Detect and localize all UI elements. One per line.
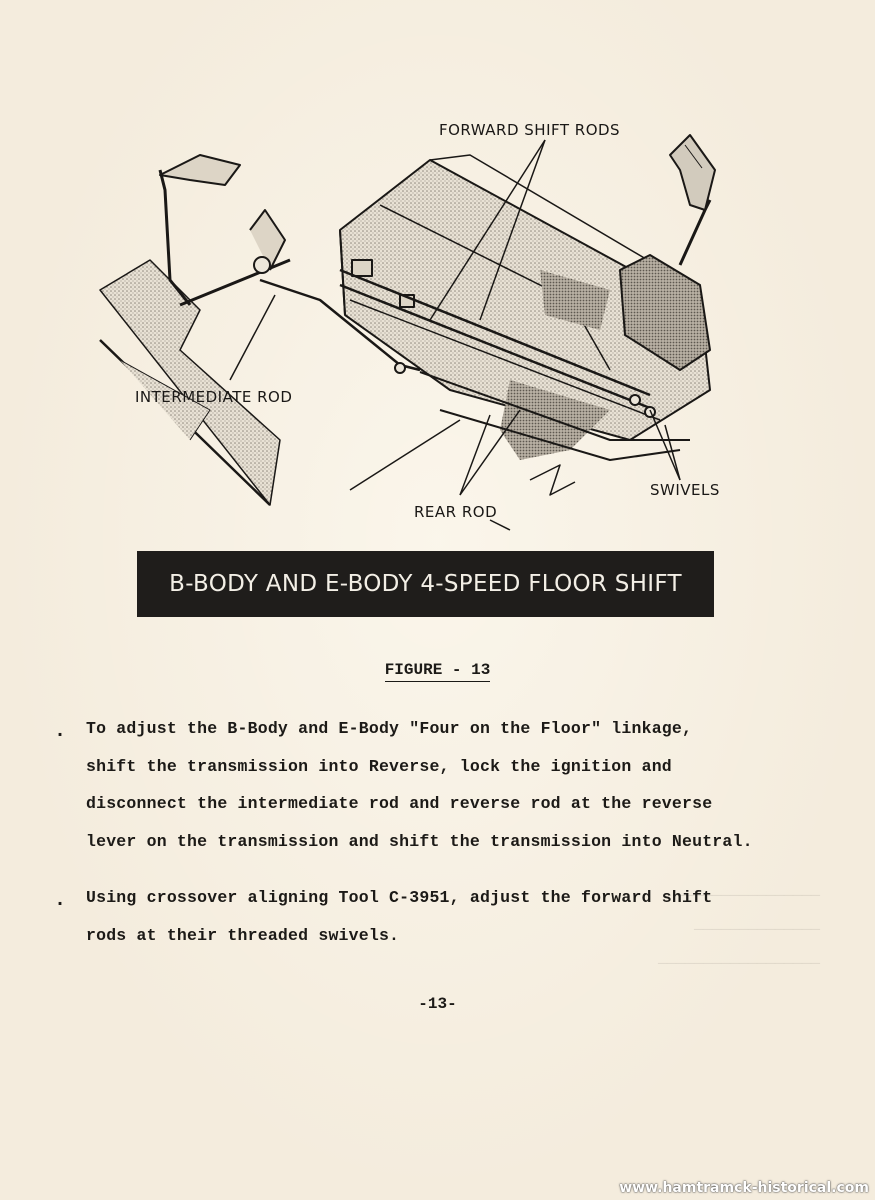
instruction-1-line-1: To adjust the B-Body and E-Body "Four on… — [86, 719, 693, 738]
instruction-paragraph-1: To adjust the B-Body and E-Body "Four on… — [86, 710, 846, 860]
instruction-paragraph-2: Using crossover aligning Tool C-3951, ad… — [86, 879, 846, 954]
instruction-1-line-2: shift the transmission into Reverse, loc… — [86, 756, 672, 776]
bullet-1: . — [54, 720, 67, 743]
banner-title: B-BODY AND E-BODY 4-SPEED FLOOR SHIFT — [169, 571, 682, 597]
callout-forward-shift-rods: FORWARD SHIFT RODS — [439, 121, 621, 139]
figure-label-text: FIGURE - 13 — [384, 661, 491, 682]
shift-linkage-illustration — [99, 134, 716, 531]
instruction-1-line-4: lever on the transmission and shift the … — [86, 831, 753, 851]
site-watermark: www.hamtramck-historical.com — [619, 1180, 869, 1196]
instruction-2-line-1: Using crossover aligning Tool C-3951, ad… — [86, 888, 713, 907]
callout-rear-rod: REAR ROD — [414, 503, 498, 521]
instruction-2-line-2: rods at their threaded swivels. — [86, 925, 400, 945]
callout-swivels: SWIVELS — [650, 481, 720, 499]
figure-title-banner: B-BODY AND E-BODY 4-SPEED FLOOR SHIFT — [137, 551, 714, 617]
page-number: -13- — [418, 995, 457, 1013]
callout-intermediate-rod: INTERMEDIATE ROD — [135, 388, 293, 406]
figure-label: FIGURE - 13 — [0, 661, 875, 682]
bullet-2: . — [54, 889, 67, 912]
instruction-1-line-3: disconnect the intermediate rod and reve… — [86, 794, 713, 813]
